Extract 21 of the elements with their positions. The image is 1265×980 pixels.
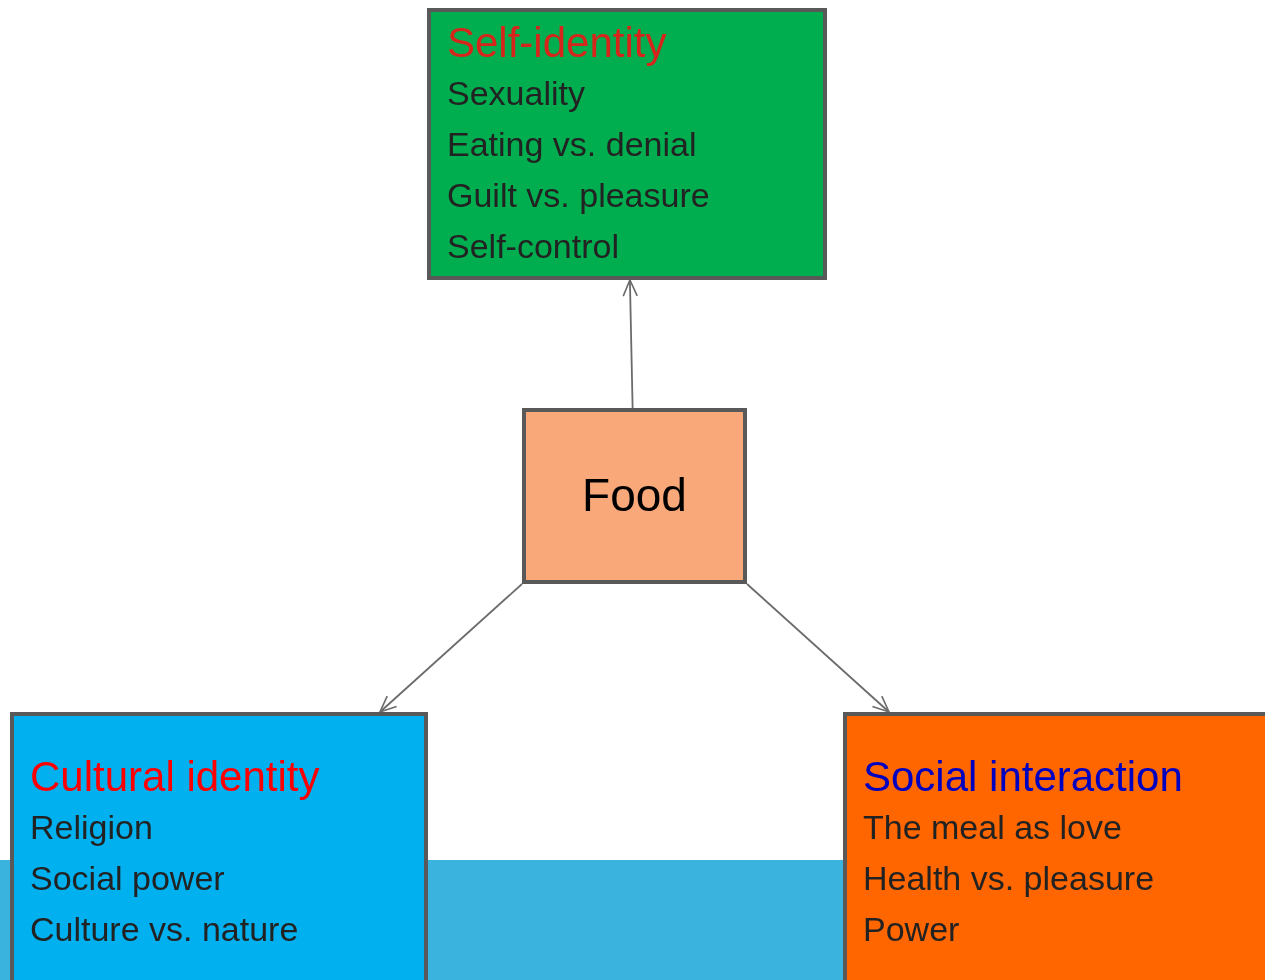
box-label: Food [582, 468, 687, 524]
arrow [622, 279, 639, 409]
arrow [746, 583, 890, 713]
list-item: Guilt vs. pleasure [447, 175, 710, 217]
box-heading: Cultural identity [30, 752, 320, 802]
topic-box [427, 8, 827, 280]
list-item: The meal as love [863, 807, 1122, 849]
list-item: Health vs. pleasure [863, 858, 1155, 900]
arrow [379, 583, 523, 713]
box-heading: Social interaction [863, 752, 1183, 802]
box-heading: Self-identity [447, 18, 667, 68]
list-item: Sexuality [447, 73, 585, 115]
list-item: Religion [30, 807, 153, 849]
center-box [522, 408, 747, 584]
list-item: Social power [30, 858, 225, 900]
list-item: Power [863, 909, 960, 951]
list-item: Eating vs. denial [447, 124, 697, 166]
topic-box [843, 712, 1265, 980]
topic-box [10, 712, 428, 980]
list-item: Self-control [447, 226, 619, 268]
list-item: Culture vs. nature [30, 909, 299, 951]
